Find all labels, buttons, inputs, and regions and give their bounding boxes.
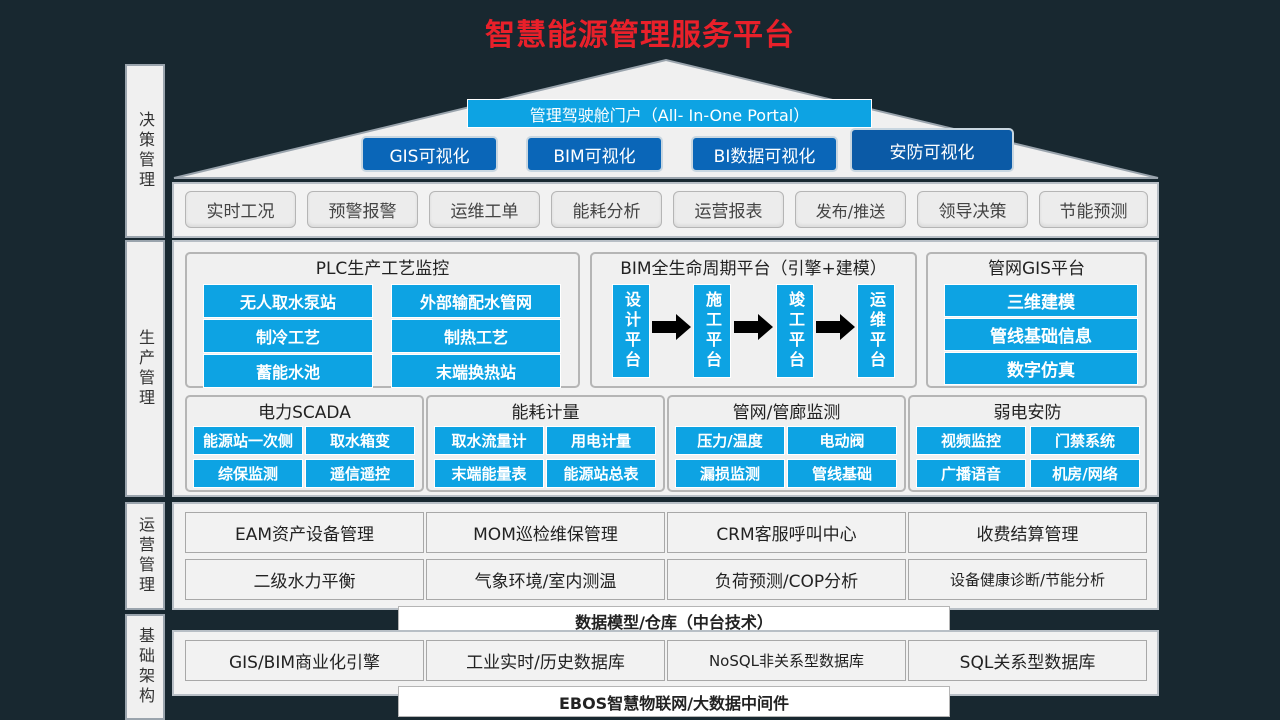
ops-item[interactable]: 收费结算管理 <box>908 512 1147 553</box>
gis-item[interactable]: 三维建模 <box>944 284 1138 317</box>
arrow-right-icon <box>652 314 691 340</box>
bim-stage-label: 施工平台 <box>703 291 722 371</box>
bim-stage-label: 运维平台 <box>867 291 886 371</box>
tab-alarm[interactable]: 预警报警 <box>307 191 418 228</box>
subsystem-item[interactable]: 管线基础 <box>787 459 897 488</box>
gis-visual-button[interactable]: GIS可视化 <box>361 136 498 172</box>
security-visual-button[interactable]: 安防可视化 <box>850 128 1014 172</box>
subsystem-item[interactable]: 视频监控 <box>916 426 1026 455</box>
ops-item[interactable]: 设备健康诊断/节能分析 <box>908 559 1147 600</box>
subsystem-title: 管网/管廊监测 <box>732 403 841 423</box>
subsystem-item[interactable]: 综保监测 <box>193 459 303 488</box>
middleware-strip: EBOS智慧物联网/大数据中间件 <box>398 686 950 717</box>
subsystem-item[interactable]: 压力/温度 <box>675 426 785 455</box>
infra-item[interactable]: NoSQL非关系型数据库 <box>667 640 906 681</box>
tab-publish[interactable]: 发布/推送 <box>795 191 906 228</box>
subsystem-item[interactable]: 漏损监测 <box>675 459 785 488</box>
gis-item[interactable]: 管线基础信息 <box>944 318 1138 351</box>
side-label-decision: 决策管理 <box>125 64 165 238</box>
side-label-text: 运营管理 <box>136 516 155 596</box>
arrow-right-icon <box>816 314 855 340</box>
gis-item[interactable]: 数字仿真 <box>944 352 1138 385</box>
bim-stage-completion[interactable]: 竣工平台 <box>776 284 814 378</box>
subsystem-item[interactable]: 末端能量表 <box>434 459 544 488</box>
plc-item[interactable]: 制冷工艺 <box>203 319 373 353</box>
bim-stage-label: 设计平台 <box>622 291 641 371</box>
side-label-production: 生产管理 <box>125 240 165 497</box>
side-label-infrastructure: 基础架构 <box>125 614 165 720</box>
ops-item[interactable]: EAM资产设备管理 <box>185 512 424 553</box>
ops-item[interactable]: 负荷预测/COP分析 <box>667 559 906 600</box>
tab-forecast[interactable]: 节能预测 <box>1039 191 1148 228</box>
plc-item[interactable]: 无人取水泵站 <box>203 284 373 318</box>
subsystem-item[interactable]: 能源站总表 <box>546 459 656 488</box>
bim-title: BIM全生命周期平台（引擎+建模） <box>620 259 887 279</box>
infra-item[interactable]: GIS/BIM商业化引擎 <box>185 640 424 681</box>
subsystem-item[interactable]: 遥信遥控 <box>305 459 415 488</box>
subsystem-item[interactable]: 取水箱变 <box>305 426 415 455</box>
bi-visual-button[interactable]: BI数据可视化 <box>691 136 838 172</box>
ops-item[interactable]: 气象环境/室内测温 <box>426 559 665 600</box>
subsystem-item[interactable]: 用电计量 <box>546 426 656 455</box>
plc-item[interactable]: 制热工艺 <box>391 319 561 353</box>
bim-visual-button[interactable]: BIM可视化 <box>526 136 663 172</box>
tab-realtime[interactable]: 实时工况 <box>185 191 296 228</box>
subsystem-item[interactable]: 能源站一次侧 <box>193 426 303 455</box>
side-label-text: 决策管理 <box>136 111 155 191</box>
tab-energy-analysis[interactable]: 能耗分析 <box>551 191 662 228</box>
bim-stage-operation[interactable]: 运维平台 <box>857 284 895 378</box>
infra-item[interactable]: SQL关系型数据库 <box>908 640 1147 681</box>
plc-item[interactable]: 蓄能水池 <box>203 354 373 388</box>
bim-stage-design[interactable]: 设计平台 <box>612 284 650 378</box>
subsystem-item[interactable]: 取水流量计 <box>434 426 544 455</box>
side-label-text: 生产管理 <box>136 328 155 409</box>
subsystem-title: 能耗计量 <box>511 403 580 423</box>
ops-item[interactable]: 二级水力平衡 <box>185 559 424 600</box>
subsystem-title: 电力SCADA <box>258 403 351 423</box>
plc-item[interactable]: 外部输配水管网 <box>391 284 561 318</box>
side-label-operations: 运营管理 <box>125 502 165 610</box>
subsystem-item[interactable]: 门禁系统 <box>1030 426 1140 455</box>
plc-title: PLC生产工艺监控 <box>315 259 450 279</box>
subsystem-item[interactable]: 机房/网络 <box>1030 459 1140 488</box>
side-label-text: 基础架构 <box>136 627 155 707</box>
tab-decision[interactable]: 领导决策 <box>917 191 1028 228</box>
tab-report[interactable]: 运营报表 <box>673 191 784 228</box>
subsystem-item[interactable]: 电动阀 <box>787 426 897 455</box>
bim-stage-label: 竣工平台 <box>786 291 805 371</box>
portal-banner[interactable]: 管理驾驶舱门户（All- In-One Portal） <box>467 99 872 128</box>
ops-item[interactable]: MOM巡检维保管理 <box>426 512 665 553</box>
subsystem-title: 弱电安防 <box>993 403 1062 423</box>
bim-stage-construction[interactable]: 施工平台 <box>693 284 731 378</box>
tab-work-order[interactable]: 运维工单 <box>429 191 540 228</box>
subsystem-item[interactable]: 广播语音 <box>916 459 1026 488</box>
infra-item[interactable]: 工业实时/历史数据库 <box>426 640 665 681</box>
plc-item[interactable]: 末端换热站 <box>391 354 561 388</box>
gis-title: 管网GIS平台 <box>988 259 1085 279</box>
page-title: 智慧能源管理服务平台 <box>485 18 795 53</box>
arrow-right-icon <box>734 314 773 340</box>
ops-item[interactable]: CRM客服呼叫中心 <box>667 512 906 553</box>
